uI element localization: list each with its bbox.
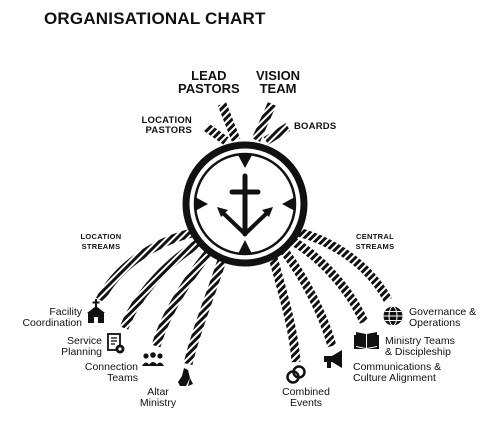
location-streams-line1: LOCATION xyxy=(80,232,122,241)
rope-service xyxy=(119,236,207,330)
chart-title: ORGANISATIONAL CHART xyxy=(44,9,266,28)
boards-label: BOARDS xyxy=(294,121,337,132)
rope-ministry xyxy=(288,236,369,324)
vision-team-label: VISION TEAM xyxy=(256,69,300,95)
location-pastors-label: LOCATION PASTORS xyxy=(132,116,192,135)
lead-pastors-line1: LEAD xyxy=(191,68,227,83)
service-line2: Planning xyxy=(61,346,102,359)
anchor-cross-icon xyxy=(220,173,270,237)
service-line1: Service xyxy=(66,335,102,347)
facility-line1: Facility xyxy=(49,306,82,318)
communications-line2: Culture Alignment xyxy=(353,372,436,385)
communications-line1: Communications & xyxy=(353,361,442,373)
globe-icon xyxy=(383,306,403,326)
megaphone-icon xyxy=(324,350,342,368)
rope-lead-pastors xyxy=(217,102,241,142)
lead-pastors-line2: PASTORS xyxy=(178,81,240,96)
people-icon xyxy=(142,352,164,366)
ministry-line2: & Discipleship xyxy=(385,346,451,359)
compass-east xyxy=(282,197,295,211)
compass-south xyxy=(238,240,252,254)
rope-communications xyxy=(278,245,337,348)
governance-label: Governance & Operations xyxy=(409,306,497,330)
communications-label: Communications & Culture Alignment xyxy=(353,361,473,385)
compass-west xyxy=(195,197,208,211)
connection-line1: Connection xyxy=(84,361,138,373)
altar-line2: Ministry xyxy=(139,397,177,410)
rope-combined xyxy=(267,252,301,363)
central-stream-ropes xyxy=(267,227,392,363)
church-icon xyxy=(87,299,105,323)
open-book-icon xyxy=(354,332,379,349)
document-gear-icon xyxy=(107,333,125,354)
location-stream-ropes xyxy=(96,227,229,366)
connection-teams-label: Connection Teams xyxy=(60,361,138,385)
location-streams-label: LOCATION STREAMS xyxy=(74,233,128,250)
rope-facility xyxy=(96,227,197,303)
central-streams-label: CENTRAL STREAMS xyxy=(352,233,398,250)
vision-team-line1: VISION xyxy=(256,68,301,83)
compass-north xyxy=(238,155,252,168)
vision-team-line2: TEAM xyxy=(259,81,297,96)
combined-events-label: Combined Events xyxy=(276,386,336,410)
lead-pastors-label: LEAD PASTORS xyxy=(178,69,240,95)
central-emblem xyxy=(182,141,308,267)
central-streams-line2: STREAMS xyxy=(355,241,395,251)
rope-governance xyxy=(296,227,392,303)
location-pastors-line2: PASTORS xyxy=(145,124,192,136)
location-pastors-line1: LOCATION xyxy=(141,115,192,126)
rope-location-pastors xyxy=(203,123,229,145)
rope-boards xyxy=(263,123,291,145)
connection-line2: Teams xyxy=(107,372,138,385)
service-planning-label: Service Planning xyxy=(30,335,102,359)
ministry-line1: Ministry Teams xyxy=(385,335,455,347)
location-streams-line2: STREAMS xyxy=(81,241,121,251)
altar-ministry-label: Altar Ministry xyxy=(128,386,188,410)
combined-line1: Combined xyxy=(282,386,330,398)
ministry-teams-label: Ministry Teams & Discipleship xyxy=(385,335,485,359)
governance-line1: Governance & xyxy=(409,306,477,318)
facility-coordination-label: Facility Coordination xyxy=(4,306,82,330)
praying-hands-icon xyxy=(178,368,193,386)
facility-line2: Coordination xyxy=(22,317,82,330)
central-streams-line1: CENTRAL xyxy=(356,232,394,241)
rope-altar xyxy=(183,252,229,366)
rope-vision-team xyxy=(251,102,277,142)
combined-line2: Events xyxy=(289,397,323,410)
rings-icon xyxy=(286,365,306,384)
rope-connection xyxy=(151,245,217,348)
governance-line2: Operations xyxy=(409,317,461,330)
altar-line1: Altar xyxy=(147,386,169,398)
top-ropes xyxy=(203,102,291,145)
